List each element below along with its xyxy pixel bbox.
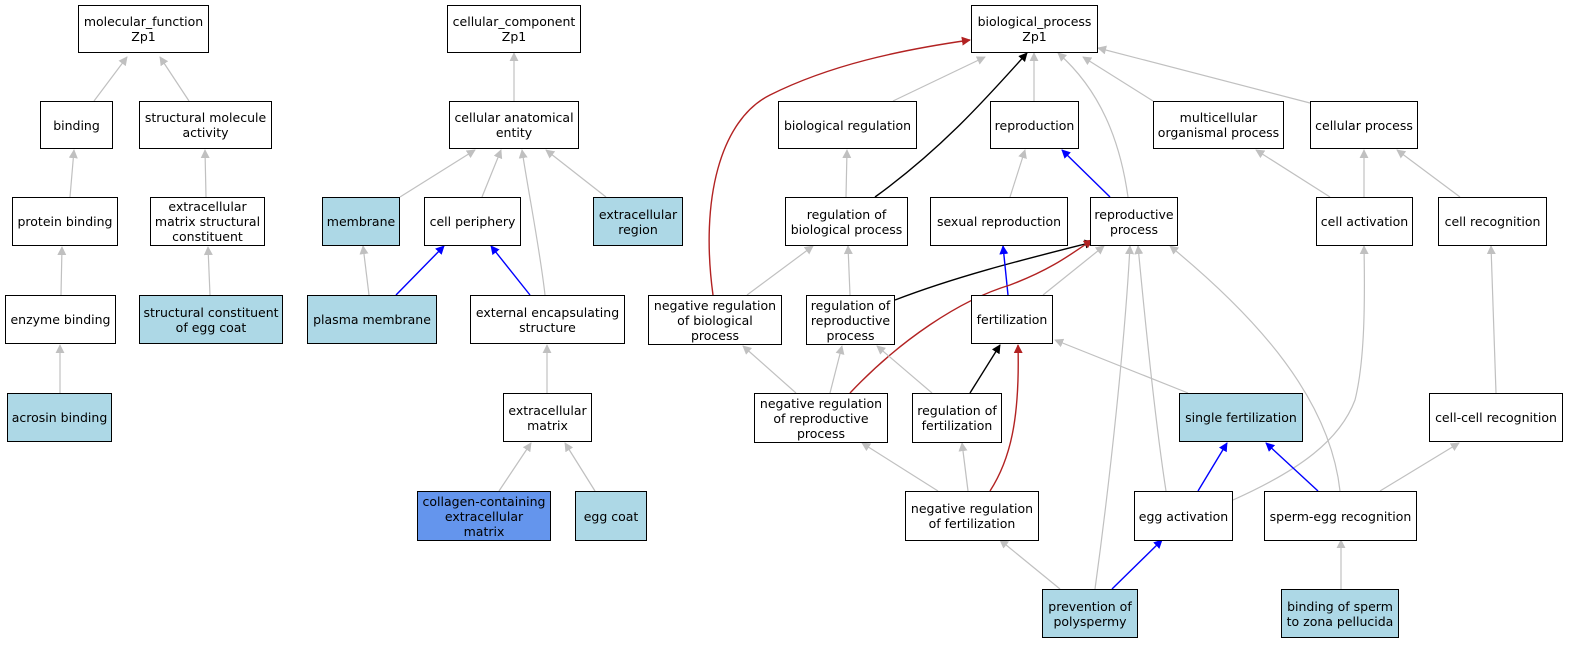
edge-rf-to-fert [969, 344, 1001, 394]
node-structural-constituent-of-egg-coat[interactable]: structural constituent of egg coat [139, 295, 283, 344]
edge-nrrp-to-rp [849, 239, 1093, 394]
node-single-fertilization[interactable]: single fertilization [1179, 393, 1303, 442]
edge-nrrp-to-nrbp [742, 345, 797, 394]
edge-mop-to-bp [1082, 56, 1154, 102]
node-cellular-process[interactable]: cellular process [1310, 101, 1418, 149]
node-sperm-egg-recognition[interactable]: sperm-egg recognition [1264, 491, 1417, 541]
edge-fert-to-sr [999, 245, 1009, 296]
edge-ccr-to-cr [1486, 245, 1497, 394]
node-reproductive-process[interactable]: reproductive process [1090, 197, 1178, 246]
edge-nrbp-to-bp [708, 36, 971, 296]
edge-breg-to-bp [892, 56, 986, 102]
node-regulation-of-biological-process[interactable]: regulation of biological process [785, 197, 908, 246]
edge-ser-to-rp [1169, 245, 1341, 492]
node-regulation-of-reproductive-process[interactable]: regulation of reproductive process [806, 295, 895, 345]
node-fertilization[interactable]: fertilization [971, 295, 1053, 344]
edge-pp-to-rp [1094, 245, 1135, 590]
edge-cellp-to-bp [1097, 45, 1311, 104]
edge-rrp-to-rp [894, 239, 1094, 301]
edge-rp-to-bp [1057, 52, 1129, 198]
edge-pm-to-membrane [359, 245, 370, 296]
edge-ees-to-cae [518, 149, 546, 296]
edge-rbp-to-breg [842, 149, 852, 198]
edge-ea-to-ca [1232, 245, 1369, 501]
edge-scec-to-emsc [203, 246, 213, 296]
node-protein-binding[interactable]: protein binding [12, 197, 118, 246]
edge-ccem-to-em [498, 442, 532, 492]
node-cell-cell-recognition[interactable]: cell-cell recognition [1429, 393, 1563, 442]
edge-ea-to-rp [1134, 245, 1167, 492]
node-negative-regulation-of-reproductive-process[interactable]: negative regulation of reproductive proc… [754, 393, 888, 443]
edge-nrrp-to-rrp [829, 345, 845, 394]
edge-cr-to-cellp [1396, 149, 1461, 198]
edge-rf-to-rrp [876, 345, 933, 394]
edge-pp-to-nrf [999, 539, 1061, 590]
node-extracellular-matrix[interactable]: extracellular matrix [503, 393, 592, 442]
node-molecular-function[interactable]: molecular_function Zp1 [78, 5, 209, 53]
edge-sma-to-mf [159, 56, 190, 102]
node-binding-of-sperm-to-zona-pellucida[interactable]: binding of sperm to zona pellucida [1281, 589, 1399, 638]
edge-rrp-to-rbp [843, 245, 853, 296]
node-egg-activation[interactable]: egg activation [1134, 491, 1233, 541]
edge-ec-to-em [564, 442, 596, 492]
edge-binding-to-mf [93, 56, 128, 102]
node-membrane[interactable]: membrane [322, 197, 400, 246]
edge-pb-to-binding [68, 149, 78, 198]
node-cellular-component[interactable]: cellular_component Zp1 [447, 5, 581, 53]
edge-er-to-cae [545, 149, 607, 198]
edge-cp-to-cae [481, 149, 503, 198]
node-cell-activation[interactable]: cell activation [1316, 197, 1413, 246]
node-sexual-reproduction[interactable]: sexual reproduction [930, 197, 1068, 246]
node-multicellular-organismal-process[interactable]: multicellular organismal process [1153, 101, 1284, 149]
edge-emsc-to-sma [200, 149, 210, 198]
edge-nrf-to-nrrp [861, 442, 939, 492]
edge-ea-to-sf [1197, 442, 1228, 492]
edge-pm-to-cp [395, 245, 445, 296]
edge-pp-to-ea [1111, 539, 1163, 590]
node-external-encapsulating-structure[interactable]: external encapsulating structure [470, 295, 625, 344]
edge-sr-to-repro [1009, 149, 1027, 198]
edge-rbp-to-bp [874, 52, 1028, 198]
node-plasma-membrane[interactable]: plasma membrane [307, 295, 437, 344]
edge-nrf-to-rf [958, 442, 969, 492]
edge-nrf-to-fert [989, 344, 1023, 492]
node-acrosin-binding[interactable]: acrosin binding [7, 393, 112, 442]
node-extracellular-region[interactable]: extracellular region [593, 197, 683, 246]
node-negative-regulation-of-fertilization[interactable]: negative regulation of fertilization [905, 491, 1039, 541]
node-structural-molecule-activity[interactable]: structural molecule activity [139, 101, 272, 149]
node-egg-coat[interactable]: egg coat [575, 491, 647, 541]
node-binding[interactable]: binding [40, 101, 113, 149]
edge-ser-to-sf [1265, 442, 1319, 492]
node-enzyme-binding[interactable]: enzyme binding [5, 295, 116, 344]
node-biological-process[interactable]: biological_process Zp1 [971, 5, 1098, 53]
edge-ser-to-ccr [1379, 442, 1460, 492]
node-cell-periphery[interactable]: cell periphery [424, 197, 521, 246]
edge-fert-to-rp [1042, 245, 1105, 296]
node-extracellular-matrix-structural-constituent[interactable]: extracellular matrix structural constitu… [150, 197, 265, 246]
node-cellular-anatomical-entity[interactable]: cellular anatomical entity [449, 101, 579, 149]
node-collagen-containing-extracellular-matrix[interactable]: collagen-containing extracellular matrix [417, 491, 551, 541]
node-reproduction[interactable]: reproduction [990, 101, 1079, 149]
node-negative-regulation-of-biological-process[interactable]: negative regulation of biological proces… [648, 295, 782, 345]
edge-ca-to-mop [1255, 149, 1331, 198]
node-prevention-of-polyspermy[interactable]: prevention of polyspermy [1042, 589, 1138, 638]
edge-nrbp-to-rbp [746, 245, 814, 296]
edge-eb-to-pb [57, 246, 67, 296]
edge-rp-to-repro [1061, 149, 1111, 198]
edge-sf-to-fert [1054, 338, 1189, 394]
node-cell-recognition[interactable]: cell recognition [1438, 197, 1547, 246]
edge-membrane-to-cae [399, 149, 476, 198]
edge-ees-to-cp [490, 245, 531, 296]
node-regulation-of-fertilization[interactable]: regulation of fertilization [912, 393, 1002, 443]
node-biological-regulation[interactable]: biological regulation [778, 101, 917, 149]
